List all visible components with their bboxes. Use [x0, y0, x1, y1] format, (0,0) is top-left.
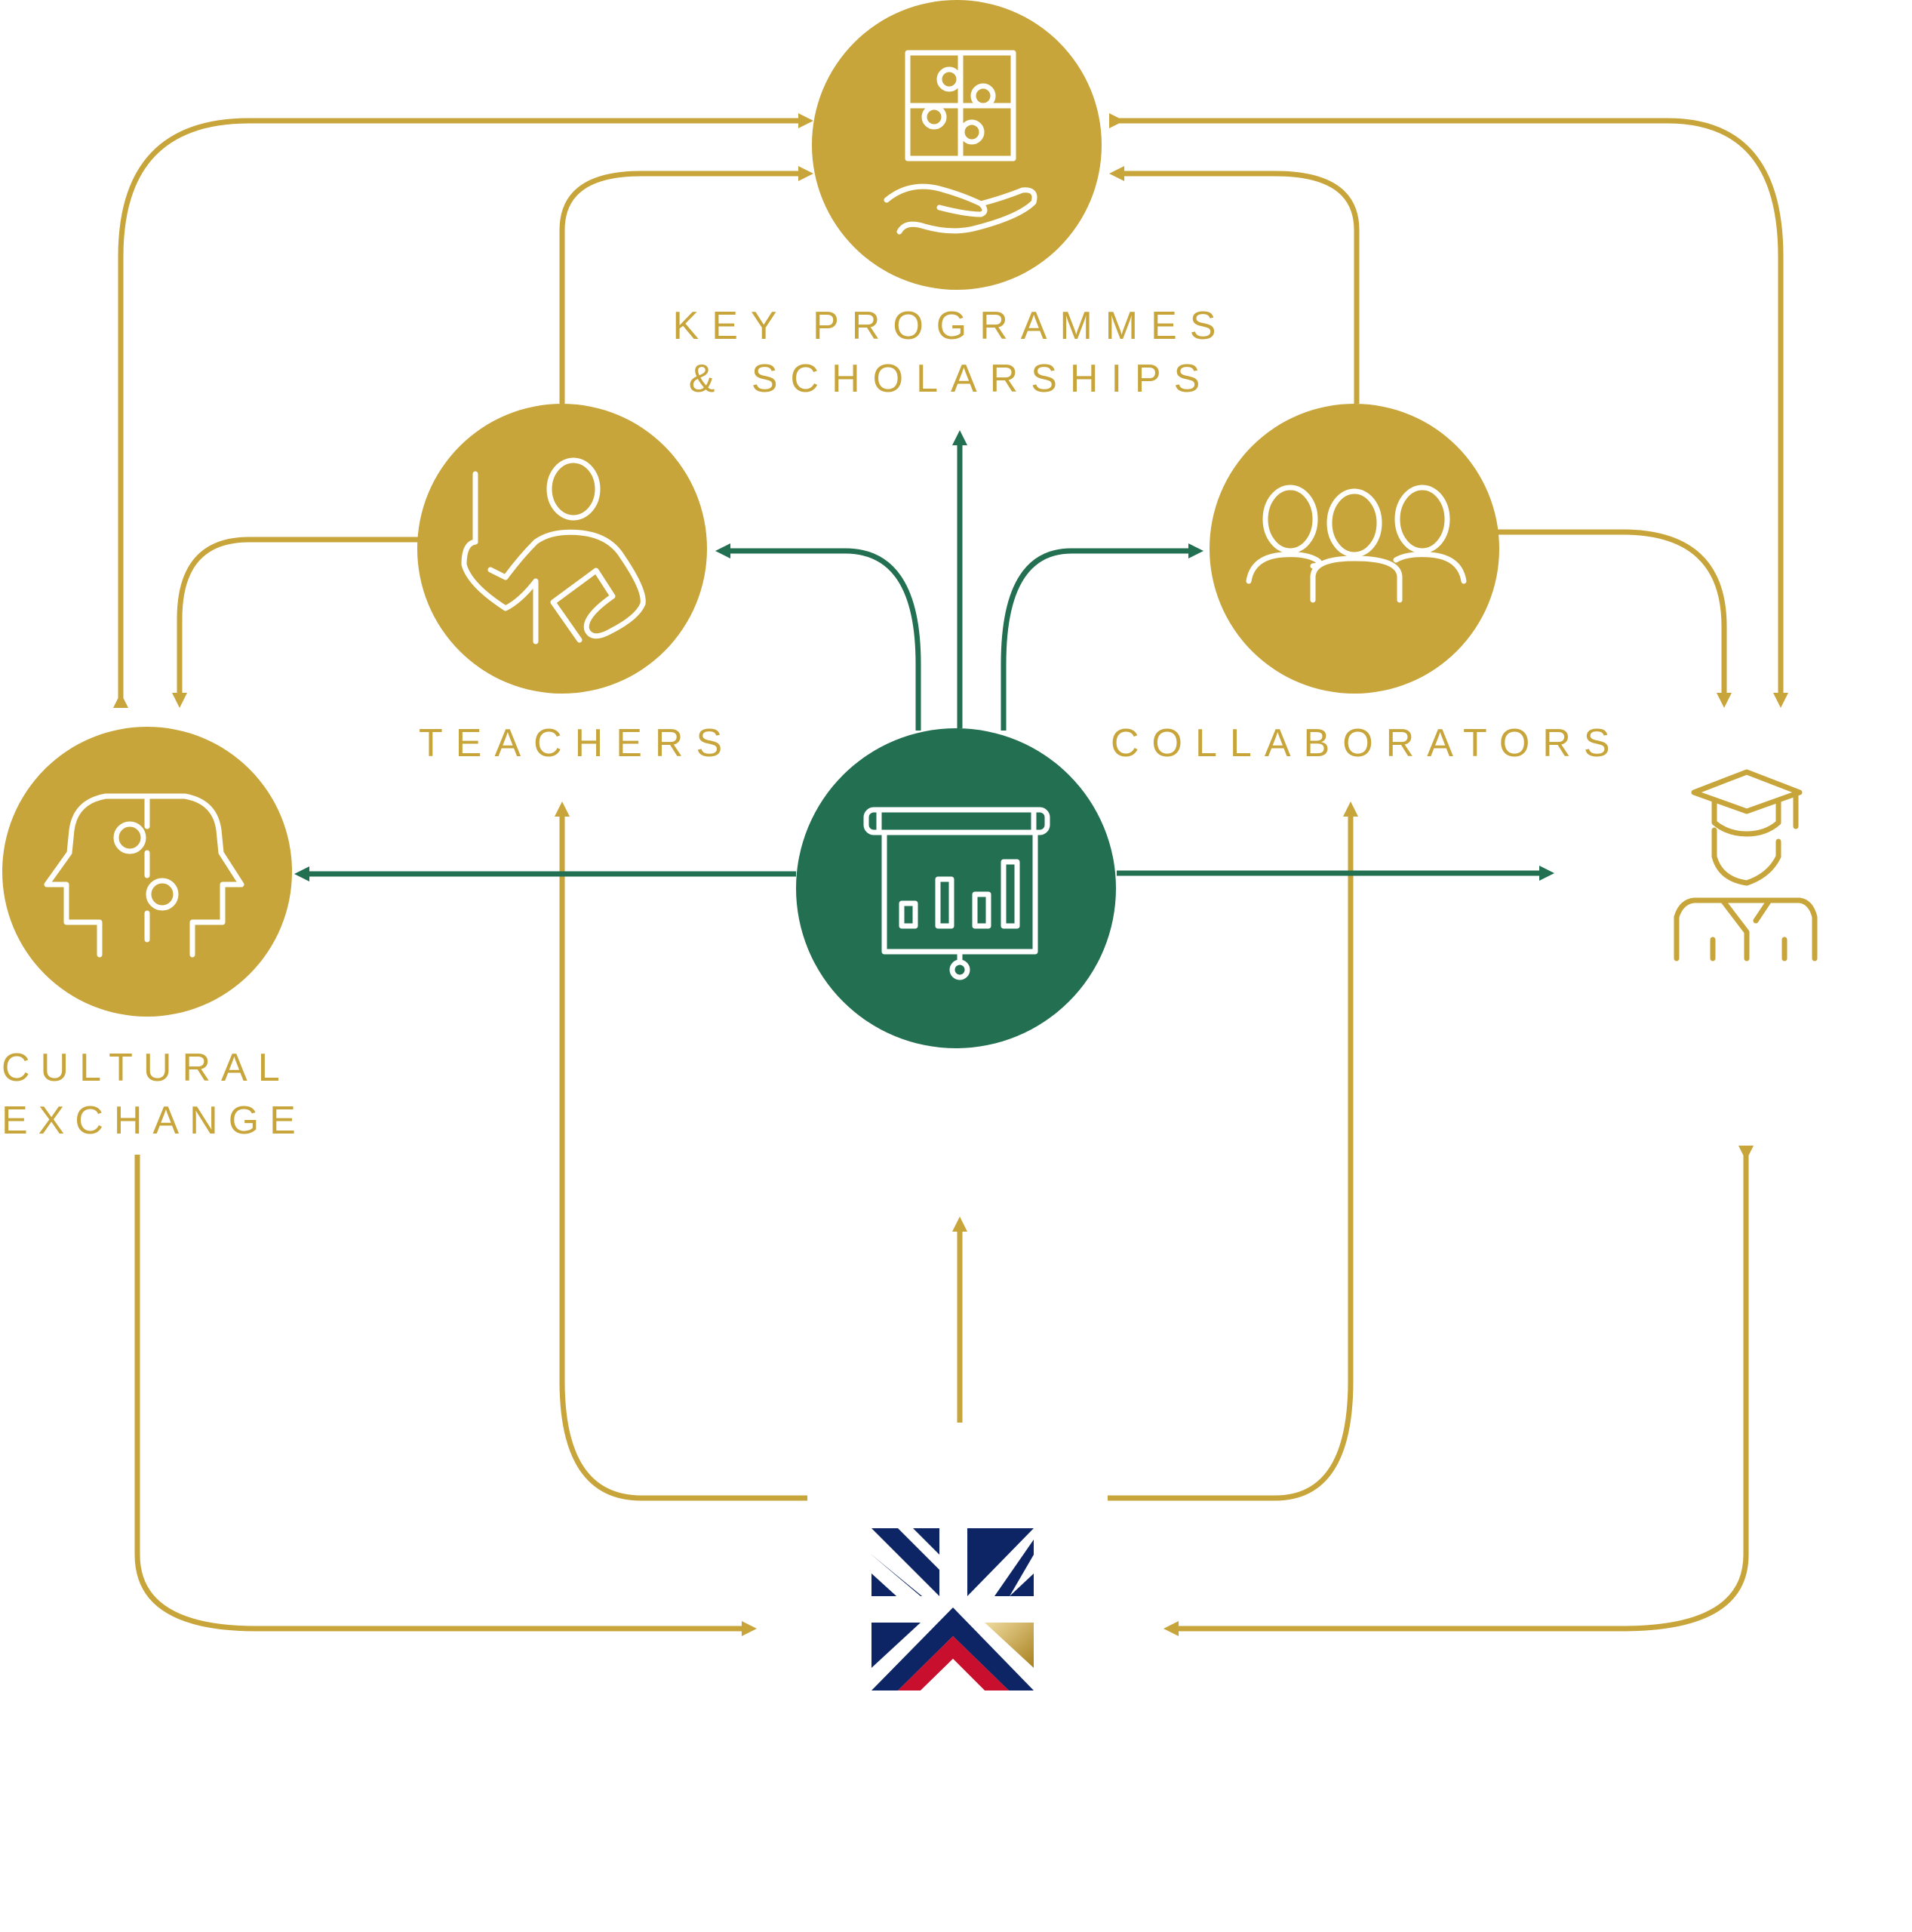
label-key-programmes: KEY PROGRAMMES & SCHOLARSHIPS [664, 303, 1237, 401]
people-group-icon [1246, 485, 1467, 603]
connector-cultural-to-logo [134, 1155, 757, 1636]
connector-students-to-logo [1163, 1146, 1754, 1636]
union-jack-chevron-logo [871, 1528, 1034, 1690]
label-key-programmes-line1: KEY PROGRAMMES [672, 304, 1229, 348]
heads-puzzle-icon [44, 793, 244, 958]
label-key-programmes-line2: & SCHOLARSHIPS [688, 357, 1213, 401]
label-teachers: TEACHERS [419, 721, 736, 765]
connector-teachers-to-programmes [559, 166, 813, 404]
connector-logo-to-teachers [555, 801, 807, 1501]
puzzle-hand-icon [884, 50, 1037, 235]
teacher-pointer-icon [461, 457, 646, 645]
green-connectors [294, 430, 1554, 881]
node-key-programmes [812, 0, 1102, 290]
connector-teachers-to-cultural [172, 537, 419, 708]
connector-collaborators-to-programmes [1109, 166, 1360, 404]
connector-cultural-to-programmes [113, 113, 813, 708]
connector-logo-to-collaborators [1108, 801, 1358, 1501]
connector-programmes-to-students [1109, 113, 1788, 708]
gold-connectors [113, 113, 1788, 1636]
label-cultural-line2: EXCHANGE [2, 1099, 306, 1143]
node-collaborators [1210, 404, 1499, 694]
node-teachers [417, 404, 707, 694]
presentation-chart-icon [863, 807, 1050, 980]
graduate-icon [1674, 769, 1818, 961]
green-arrow-to-teachers [715, 543, 921, 731]
label-cultural-exchange: CULTURAL EXCHANGE [2, 1045, 306, 1143]
green-arrow-to-collaborators [1001, 543, 1203, 731]
label-cultural-line1: CULTURAL [2, 1046, 290, 1090]
node-center [796, 728, 1116, 1048]
label-collaborators: COLLABORATORS [1111, 721, 1623, 765]
connector-collaborators-to-students [1494, 529, 1732, 708]
